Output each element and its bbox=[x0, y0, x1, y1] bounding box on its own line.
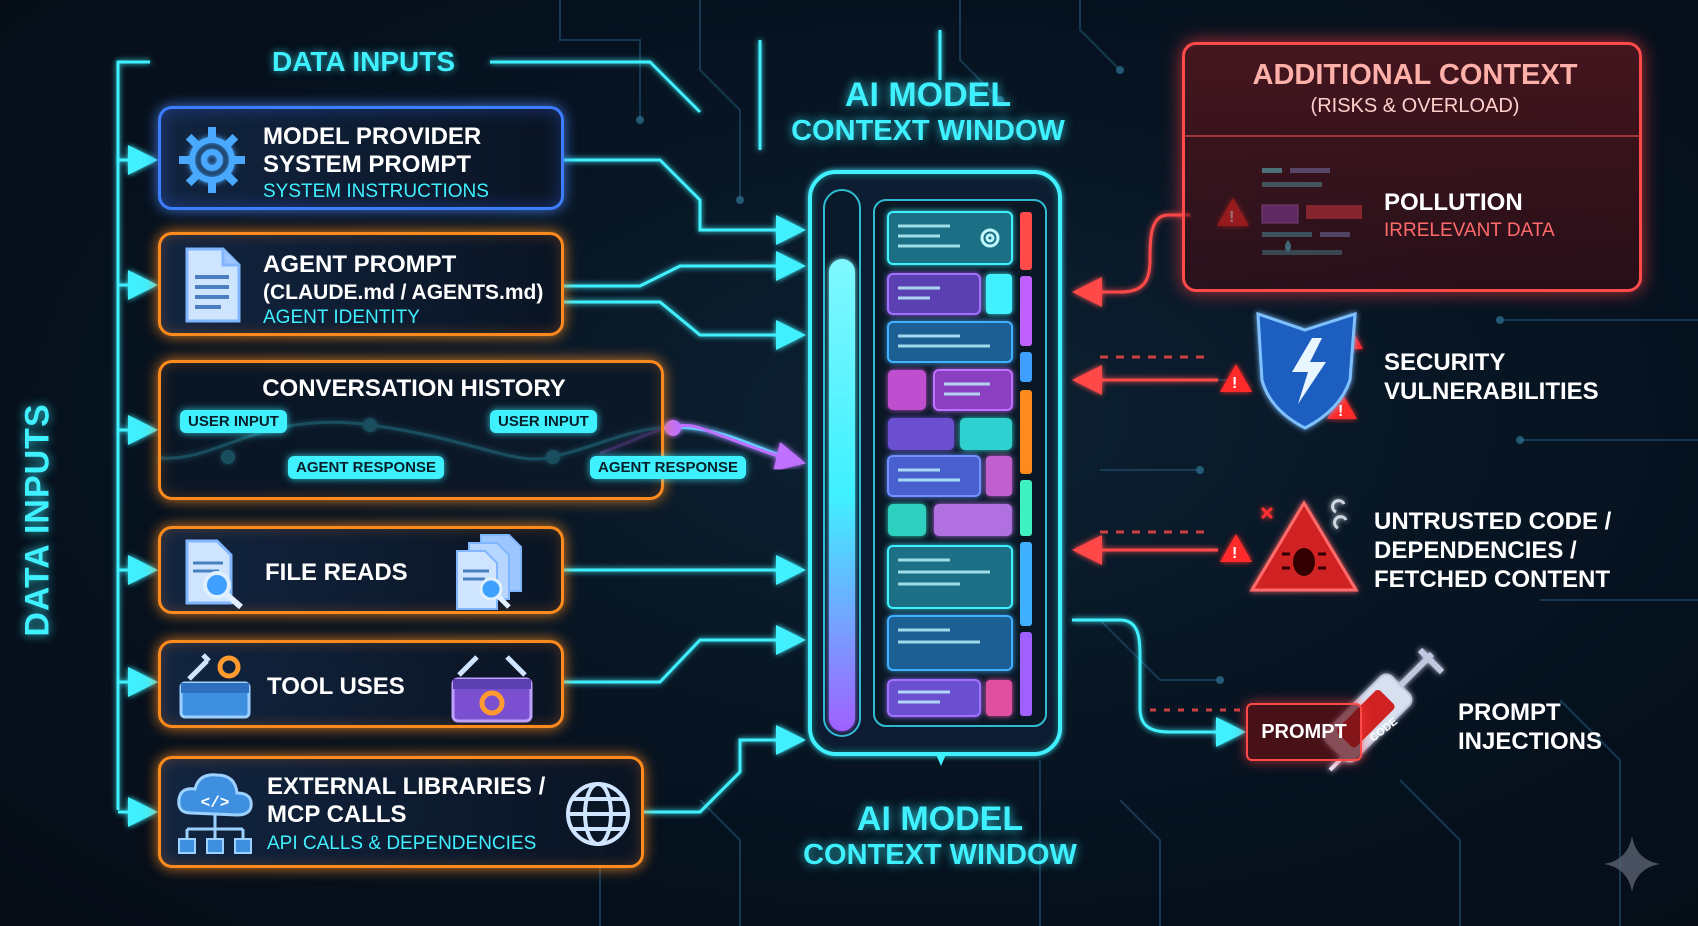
prompt-injections-title-2: INJECTIONS bbox=[1458, 728, 1603, 755]
context-fill-bar bbox=[829, 259, 855, 731]
pollution-subtitle: IRRELEVANT DATA bbox=[1384, 220, 1555, 241]
external-libraries-card: </> EXTERNAL LIBRARIES / MCP CALLS API C… bbox=[158, 756, 644, 868]
conversation-tag-agent-response-2: AGENT RESPONSE bbox=[590, 456, 747, 479]
tool-uses-card: TOOL USES bbox=[158, 640, 564, 728]
additional-context-box: ADDITIONAL CONTEXT (RISKS & OVERLOAD) bbox=[1182, 42, 1642, 292]
security-title-2: VULNERABILITIES bbox=[1384, 378, 1599, 405]
gear-icon bbox=[179, 127, 245, 193]
security-title: SECURITY bbox=[1384, 349, 1506, 376]
context-window-bottom-line1: AI MODEL bbox=[856, 800, 1024, 838]
svg-text:</>: </> bbox=[201, 794, 230, 812]
stacked-files-icon bbox=[456, 534, 522, 610]
model-provider-title-2: SYSTEM PROMPT bbox=[263, 151, 472, 178]
agent-prompt-card: AGENT PROMPT (CLAUDE.md / AGENTS.md) AGE… bbox=[158, 232, 564, 336]
data-inputs-top-title: DATA INPUTS bbox=[272, 46, 456, 77]
prompt-injections-title: PROMPT bbox=[1458, 699, 1561, 726]
conversation-tag-user-input-2: USER INPUT bbox=[490, 410, 597, 433]
context-window-title-line2: CONTEXT WINDOW bbox=[791, 115, 1065, 147]
toolbox-icon bbox=[179, 653, 251, 719]
external-subtitle: API CALLS & DEPENDENCIES bbox=[267, 833, 537, 854]
agent-prompt-title: AGENT PROMPT bbox=[263, 251, 457, 278]
svg-text:!: ! bbox=[1232, 375, 1237, 392]
untrusted-title: UNTRUSTED CODE / bbox=[1374, 508, 1612, 535]
pollution-title: POLLUTION bbox=[1384, 189, 1523, 216]
context-window-title-line1: AI MODEL bbox=[844, 76, 1012, 114]
additional-context-title: ADDITIONAL CONTEXT bbox=[1252, 59, 1578, 91]
file-reads-card: FILE READS bbox=[158, 526, 564, 614]
data-inputs-side-title: DATA INPUTS bbox=[18, 403, 57, 637]
tool-uses-title: TOOL USES bbox=[267, 673, 405, 700]
agent-prompt-subtitle: AGENT IDENTITY bbox=[263, 307, 420, 328]
context-window-title-bottom: AI MODEL CONTEXT WINDOW bbox=[760, 800, 1120, 872]
untrusted-title-3: FETCHED CONTENT bbox=[1374, 566, 1610, 593]
context-window-title-top: AI MODEL CONTEXT WINDOW bbox=[748, 76, 1108, 148]
model-provider-subtitle: SYSTEM INSTRUCTIONS bbox=[263, 181, 489, 202]
prompt-box: PROMPT bbox=[1246, 703, 1362, 761]
svg-text:!: ! bbox=[1338, 403, 1343, 420]
cloud-code-icon: </> bbox=[177, 773, 253, 854]
svg-text:!: ! bbox=[1232, 545, 1237, 562]
untrusted-title-2: DEPENDENCIES / bbox=[1374, 537, 1577, 564]
model-provider-card: MODEL PROVIDER SYSTEM PROMPT SYSTEM INST… bbox=[158, 106, 564, 210]
file-reads-title: FILE READS bbox=[265, 559, 408, 586]
conversation-tag-user-input: USER INPUT bbox=[180, 410, 287, 433]
shield-shape bbox=[1256, 311, 1357, 430]
agent-prompt-title-2: (CLAUDE.md / AGENTS.md) bbox=[263, 281, 544, 304]
globe-icon bbox=[566, 782, 630, 846]
external-title-2: MCP CALLS bbox=[267, 801, 407, 828]
external-title: EXTERNAL LIBRARIES / bbox=[267, 773, 546, 800]
file-search-icon bbox=[185, 539, 243, 609]
conversation-history-title: CONVERSATION HISTORY bbox=[262, 375, 566, 402]
context-window-bottom-line2: CONTEXT WINDOW bbox=[803, 839, 1077, 871]
model-provider-title: MODEL PROVIDER bbox=[263, 123, 482, 150]
conversation-tag-agent-response: AGENT RESPONSE bbox=[288, 456, 445, 479]
additional-context-subtitle: (RISKS & OVERLOAD) bbox=[1310, 95, 1520, 117]
document-icon bbox=[185, 247, 241, 323]
toolbox-gear-icon bbox=[451, 655, 533, 723]
